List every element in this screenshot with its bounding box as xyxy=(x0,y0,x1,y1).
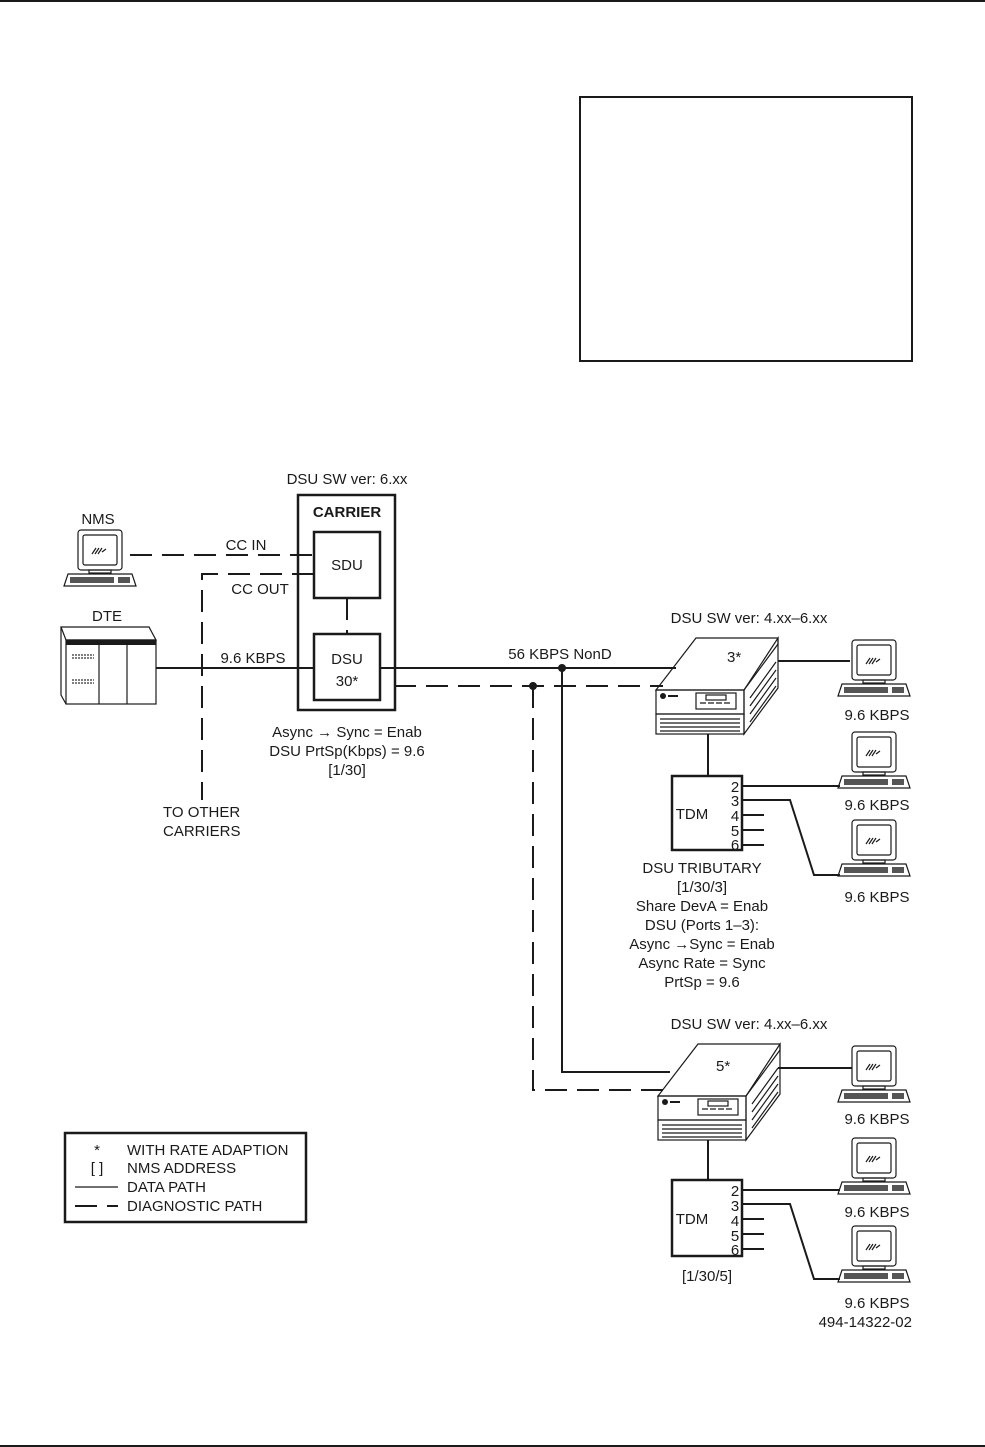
legend-item-data-path: DATA PATH xyxy=(127,1179,206,1196)
trunk-label: 56 KBPS NonD xyxy=(508,646,612,663)
dsu5-label: 5* xyxy=(716,1058,730,1075)
dsu30-box xyxy=(312,632,382,702)
legend-item-nms-address: NMS ADDRESS xyxy=(127,1160,236,1177)
terminal-speed: 9.6 KBPS xyxy=(844,707,909,724)
legend-item-rate-adaption: WITH RATE ADAPTION xyxy=(127,1142,288,1159)
tdm3-label: TDM xyxy=(676,806,709,823)
tdm5-port3-link xyxy=(742,1203,840,1280)
cc-in-label: CC IN xyxy=(226,537,267,554)
terminal-icon xyxy=(837,1137,911,1195)
legend-symbol-brackets: [ ] xyxy=(91,1160,104,1177)
carrier-config-1: Async → Sync = Enab xyxy=(272,724,422,741)
cc-out-path xyxy=(201,573,314,800)
tdm5-box xyxy=(670,1178,744,1258)
trib5-address: [1/30/5] xyxy=(682,1268,732,1285)
tdm3-port-6: 6 xyxy=(731,837,739,854)
tdm3-port-5: 5 xyxy=(731,823,739,840)
carrier-title: CARRIER xyxy=(313,504,382,521)
dte-speed: 9.6 KBPS xyxy=(220,650,285,667)
tdm5-port-6: 6 xyxy=(731,1242,739,1259)
tdm5-port-3: 3 xyxy=(731,1198,739,1215)
trib3-config-1: DSU TRIBUTARY xyxy=(642,860,761,877)
tdm3-port-3: 3 xyxy=(731,793,739,810)
other-carriers-1: TO OTHER xyxy=(163,804,240,821)
branch-data-path xyxy=(561,668,670,1073)
tdm3-port-4: 4 xyxy=(731,808,739,825)
trib3-sw-version: DSU SW ver: 4.xx–6.xx xyxy=(671,610,828,627)
tdm5-port-4: 4 xyxy=(731,1213,739,1230)
tdm3-port-2: 2 xyxy=(731,779,739,796)
tdm3-box xyxy=(670,774,744,852)
terminal-icon xyxy=(837,1045,911,1103)
trib3-config-6: Async Rate = Sync xyxy=(638,955,766,972)
trib3-config-4: DSU (Ports 1–3): xyxy=(645,917,759,934)
terminal-speed: 9.6 KBPS xyxy=(844,797,909,814)
trib3-config-7: PrtSp = 9.6 xyxy=(664,974,739,991)
cc-out-label: CC OUT xyxy=(231,581,289,598)
terminal-speed: 9.6 KBPS xyxy=(844,1111,909,1128)
trib3-config-3: Share DevA = Enab xyxy=(636,898,768,915)
sdu-box xyxy=(312,530,382,600)
trib5-sw-version: DSU SW ver: 4.xx–6.xx xyxy=(671,1016,828,1033)
nms-label: NMS xyxy=(81,511,114,528)
dte-cabinet-icon xyxy=(60,626,158,705)
bottom-rule xyxy=(0,1445,985,1447)
tdm5-port-2: 2 xyxy=(731,1183,739,1200)
dsu30-label-2: 30* xyxy=(336,673,359,690)
trib3-config-5: Async →Sync = Enab xyxy=(629,936,775,953)
trib3-config-2: [1/30/3] xyxy=(677,879,727,896)
terminal-speed: 9.6 KBPS xyxy=(844,1204,909,1221)
carrier-sw-version: DSU SW ver: 6.xx xyxy=(287,471,408,488)
dsu30-label-1: DSU xyxy=(331,651,363,668)
dsu3-label: 3* xyxy=(727,649,741,666)
branch-diag-path xyxy=(532,686,663,1091)
tdm5-port-5: 5 xyxy=(731,1228,739,1245)
top-rule xyxy=(0,0,985,2)
legend-box xyxy=(63,1131,308,1224)
terminal-icon xyxy=(837,639,911,697)
terminal-speed: 9.6 KBPS xyxy=(844,1295,909,1312)
carrier-config-2: DSU PrtSp(Kbps) = 9.6 xyxy=(269,743,424,760)
nms-terminal-icon xyxy=(63,529,137,587)
legend-item-diagnostic-path: DIAGNOSTIC PATH xyxy=(127,1198,262,1215)
tdm3-port3-link xyxy=(742,799,840,876)
blank-frame xyxy=(579,96,913,362)
sdu-label: SDU xyxy=(331,557,363,574)
carrier-config-3: [1/30] xyxy=(328,762,366,779)
terminal-speed: 9.6 KBPS xyxy=(844,889,909,906)
terminal-icon xyxy=(837,731,911,789)
other-carriers-2: CARRIERS xyxy=(163,823,241,840)
terminal-icon xyxy=(837,1225,911,1283)
legend-symbol-asterisk: * xyxy=(94,1142,100,1159)
terminal-icon xyxy=(837,819,911,877)
figure-id: 494-14322-02 xyxy=(819,1314,912,1331)
tdm5-label: TDM xyxy=(676,1211,709,1228)
dsu3-unit-icon xyxy=(655,637,779,735)
dte-label: DTE xyxy=(92,608,122,625)
